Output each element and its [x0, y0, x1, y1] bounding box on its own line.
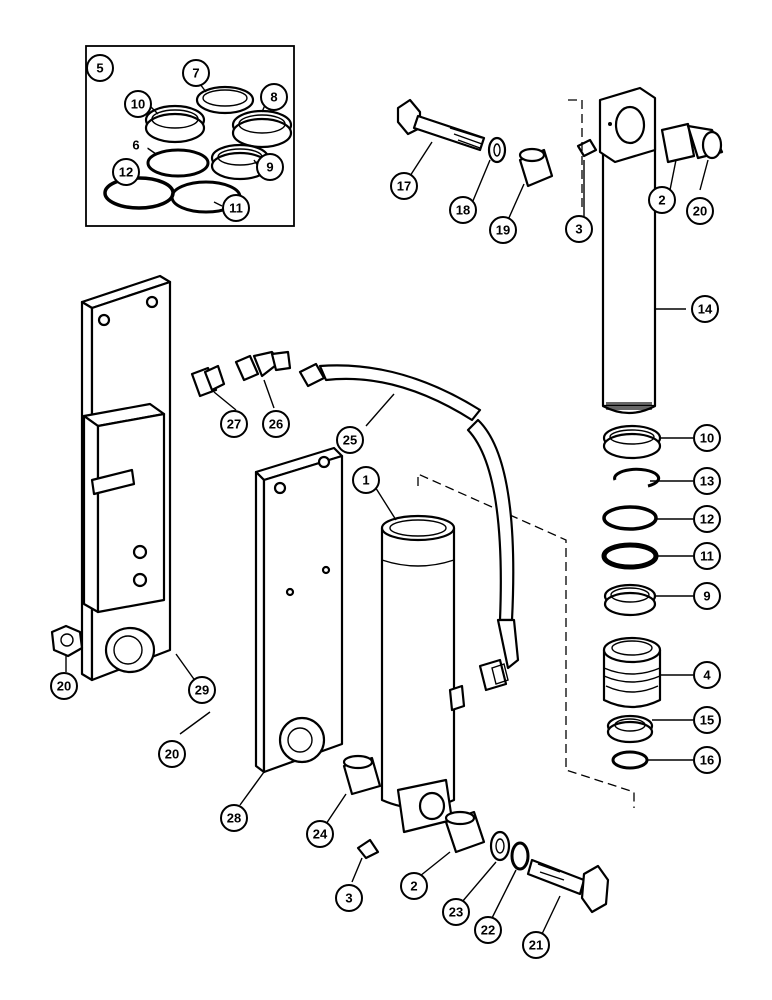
callout-label: 20: [57, 679, 71, 694]
callout-label: 24: [313, 827, 328, 842]
grease-fitting-3-bottom: [356, 838, 380, 860]
callout: 9: [256, 153, 284, 181]
callout-label: 12: [119, 165, 133, 180]
callout: 20: [686, 197, 714, 225]
callout: 9: [693, 582, 721, 610]
bolt-21: [526, 858, 610, 914]
callout-label: 22: [481, 923, 495, 938]
callout-label: 6: [132, 138, 139, 153]
cylinder-barrel-1: [380, 514, 466, 834]
callout: 11: [222, 194, 250, 222]
callout: 12: [112, 158, 140, 186]
callout: 22: [474, 916, 502, 944]
callout: 26: [262, 410, 290, 438]
callout: 6: [124, 133, 148, 157]
callout: 19: [489, 216, 517, 244]
callout-label: 3: [575, 222, 582, 237]
callout: 24: [306, 820, 334, 848]
hose-25: [298, 362, 520, 692]
callout: 15: [693, 706, 721, 734]
callout-label: 28: [227, 811, 241, 826]
callout-label: 15: [700, 713, 714, 728]
callout: 3: [335, 884, 363, 912]
piston-rod-14: [598, 86, 657, 415]
callout-label: 23: [449, 905, 463, 920]
callout-label: 1: [362, 473, 369, 488]
callout-label: 11: [229, 201, 243, 216]
callout-label: 2: [410, 879, 417, 894]
callout: 29: [188, 676, 216, 704]
callout-label: 16: [700, 753, 714, 768]
fitting-2-20-top: [660, 122, 724, 164]
callout-label: 9: [703, 589, 710, 604]
fitting-27: [190, 364, 226, 398]
callout-label: 2: [658, 193, 665, 208]
callout: 10: [124, 90, 152, 118]
callout-label: 25: [343, 433, 357, 448]
callout-label: 20: [165, 747, 179, 762]
washer-18: [487, 136, 507, 164]
callout: 25: [336, 426, 364, 454]
callout-label: 18: [456, 203, 470, 218]
callout: 16: [693, 746, 721, 774]
bolt-17: [396, 98, 486, 152]
callout: 17: [390, 172, 418, 200]
callout: 2: [400, 872, 428, 900]
callout-label: 13: [700, 474, 714, 489]
mounting-plate-28: [254, 446, 344, 774]
callout-label: 20: [693, 204, 707, 219]
callout: 11: [693, 542, 721, 570]
callout: 10: [693, 424, 721, 452]
callout-label: 17: [397, 179, 411, 194]
callout: 21: [522, 931, 550, 959]
callout: 5: [86, 54, 114, 82]
seal-kit-inset: [85, 45, 295, 227]
callout: 4: [693, 661, 721, 689]
bushing-2-bottom: [444, 810, 486, 854]
callout-label: 3: [345, 891, 352, 906]
callout: 23: [442, 898, 470, 926]
callout-label: 7: [192, 66, 199, 81]
callout-label: 8: [270, 90, 277, 105]
callout-label: 10: [131, 97, 145, 112]
callout: 27: [220, 410, 248, 438]
callout-label: 29: [195, 683, 209, 698]
callout: 1: [352, 466, 380, 494]
callout-label: 11: [700, 549, 714, 564]
callout: 7: [182, 59, 210, 87]
callout-label: 26: [269, 417, 283, 432]
callout: 20: [50, 672, 78, 700]
callout-label: 14: [698, 302, 713, 317]
elbow-26: [234, 350, 292, 382]
bushing-19: [518, 147, 554, 188]
callout: 14: [691, 295, 719, 323]
callout-label: 27: [227, 417, 241, 432]
callout: 12: [693, 505, 721, 533]
bushing-24: [342, 754, 382, 796]
callout: 8: [260, 83, 288, 111]
callout-label: 12: [700, 512, 714, 527]
callout: 20: [158, 740, 186, 768]
grease-fitting-3-top: [576, 138, 598, 158]
callout-label: 9: [266, 160, 273, 175]
callout: 18: [449, 196, 477, 224]
nut-20-left: [50, 624, 84, 658]
callout-label: 4: [703, 668, 711, 683]
callout-label: 19: [496, 223, 510, 238]
piston-4: [602, 636, 662, 709]
callout: 28: [220, 804, 248, 832]
callout-label: 21: [529, 938, 543, 953]
callout: 13: [693, 467, 721, 495]
callout: 3: [565, 215, 593, 243]
seal-stack-right: [601, 424, 662, 617]
washer-22: [510, 841, 530, 871]
washer-23: [489, 830, 511, 862]
mounting-plate-29: [80, 274, 172, 682]
callout: 2: [648, 186, 676, 214]
callout-label: 5: [96, 61, 103, 76]
callout-label: 10: [700, 431, 714, 446]
